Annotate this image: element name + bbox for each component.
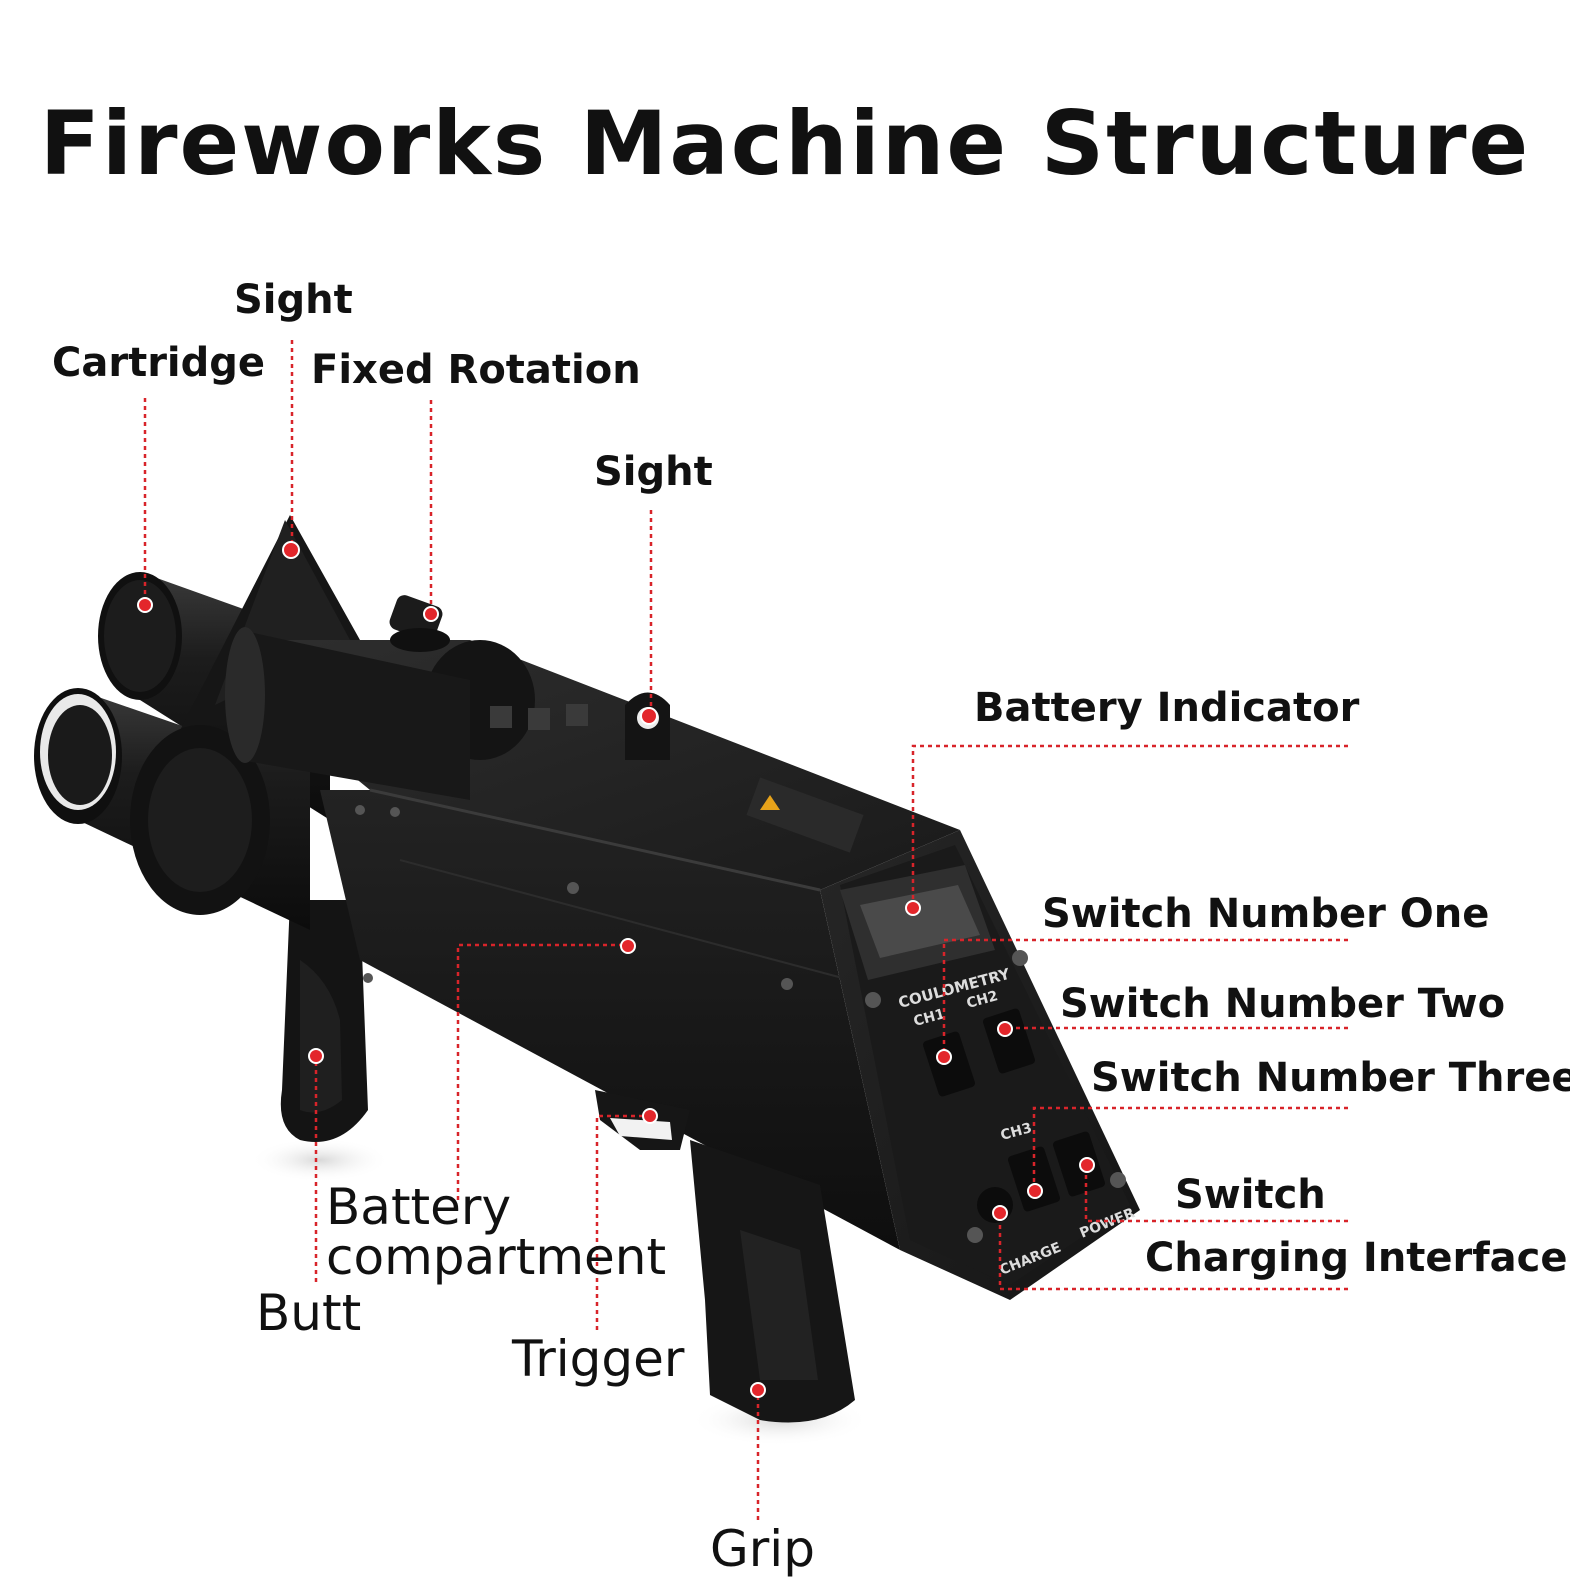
label-charging-interface: Charging Interface	[1145, 1235, 1568, 1281]
marker-dots	[137, 541, 1095, 1398]
label-switch-two: Switch Number Two	[1060, 981, 1506, 1027]
leader-battery-compartment	[456, 943, 628, 1200]
dot-butt	[308, 1048, 324, 1064]
label-battery-compartment: Battery compartment	[326, 1178, 667, 1286]
grip-shape	[690, 1140, 855, 1423]
leader-trigger	[595, 1114, 650, 1330]
label-sight-rear: Sight	[594, 449, 713, 495]
dot-trigger	[642, 1108, 658, 1124]
dot-switch	[1079, 1157, 1095, 1173]
leader-switch-three	[1032, 1106, 1348, 1190]
rotation-knob	[389, 595, 450, 652]
main-housing	[225, 627, 960, 1250]
dot-switch-one	[936, 1049, 952, 1065]
label-battery-indicator: Battery Indicator	[974, 685, 1360, 731]
dot-sight-top	[282, 541, 300, 559]
label-switch-one: Switch Number One	[1042, 891, 1490, 937]
leader-switch-one	[942, 938, 1348, 1057]
dot-switch-three	[1027, 1183, 1043, 1199]
dot-charging-interface	[992, 1205, 1008, 1221]
rear-sight	[625, 692, 670, 760]
leader-switch	[1084, 1165, 1348, 1223]
dot-cartridge	[137, 597, 153, 613]
dot-grip	[750, 1382, 766, 1398]
panel-ch3-text: CH3	[999, 1120, 1034, 1144]
leader-lines	[143, 340, 1348, 1520]
dot-sight-rear	[640, 707, 658, 725]
control-panel: COULOMETRY CH1 CH2 CH3 CHARGE POWER	[820, 830, 1140, 1300]
panel-ch2-text: CH2	[965, 988, 1000, 1012]
barrel-mount	[130, 725, 270, 915]
diagram-title: Fireworks Machine Structure	[39, 92, 1531, 195]
label-switch: Switch	[1175, 1172, 1326, 1218]
dot-battery-compartment	[620, 938, 636, 954]
label-switch-three: Switch Number Three	[1091, 1055, 1570, 1101]
label-trigger: Trigger	[512, 1330, 685, 1388]
label-butt: Butt	[256, 1284, 362, 1342]
dot-fixed-rotation	[423, 606, 439, 622]
dot-battery-indicator	[905, 900, 921, 916]
dot-switch-two	[997, 1021, 1013, 1037]
top-switches	[490, 704, 588, 730]
label-grip: Grip	[710, 1520, 815, 1578]
butt-shape	[280, 900, 368, 1142]
leader-battery-indicator	[911, 744, 1348, 907]
trigger-shape	[595, 1090, 690, 1150]
label-fixed-rotation: Fixed Rotation	[311, 347, 641, 393]
leader-charging-interface	[998, 1214, 1348, 1291]
label-cartridge: Cartridge	[52, 340, 266, 386]
panel-ch1-text: CH1	[912, 1006, 947, 1030]
label-sight-top: Sight	[234, 277, 353, 323]
